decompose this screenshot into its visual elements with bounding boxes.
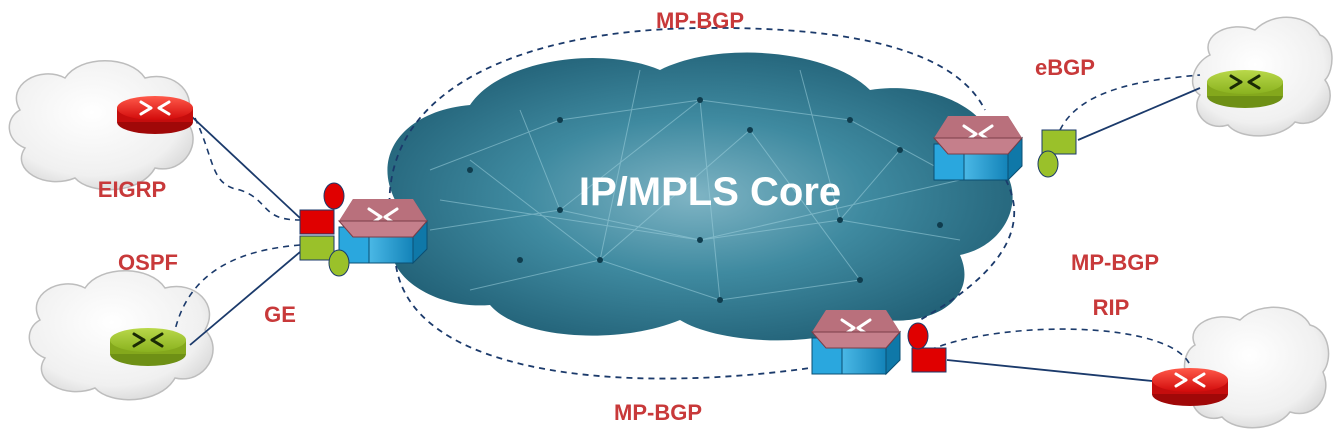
ce-router-rip <box>1150 366 1230 408</box>
label-mpbgp-top: MP-BGP <box>656 8 744 33</box>
pe-router-left <box>299 182 429 277</box>
label-rip: RIP <box>1093 295 1130 320</box>
vrf-red-dot <box>907 322 929 350</box>
site-cloud-top-left <box>8 60 194 191</box>
vrf-green-marker <box>299 235 335 261</box>
pe-router-bottom-right <box>810 308 947 376</box>
core-label: IP/MPLS Core <box>579 170 841 214</box>
vrf-red-marker <box>911 347 947 373</box>
vrf-red-marker <box>299 209 335 235</box>
ce-pe-sessions <box>174 74 1201 366</box>
label-ge: GE <box>264 302 296 327</box>
pe-router-top-right <box>932 114 1077 182</box>
site-cloud-bottom-right <box>1183 306 1330 429</box>
label-eigrp: EIGRP <box>98 177 166 202</box>
access-links <box>189 87 1201 383</box>
core-cloud <box>376 52 1013 341</box>
label-mpbgp-bottom: MP-BGP <box>614 400 702 425</box>
label-ebgp: eBGP <box>1035 55 1095 80</box>
label-ospf: OSPF <box>118 250 178 275</box>
ce-router-ebgp <box>1205 68 1285 110</box>
vrf-red-dot <box>323 182 345 210</box>
vrf-green-dot <box>328 249 350 277</box>
mpbgp-sessions <box>388 27 1016 380</box>
ce-router-eigrp <box>115 94 195 136</box>
ce-router-ospf <box>108 326 188 368</box>
vrf-green-marker <box>1041 129 1077 155</box>
label-mpbgp-right: MP-BGP <box>1071 250 1159 275</box>
vrf-green-dot <box>1037 150 1059 178</box>
